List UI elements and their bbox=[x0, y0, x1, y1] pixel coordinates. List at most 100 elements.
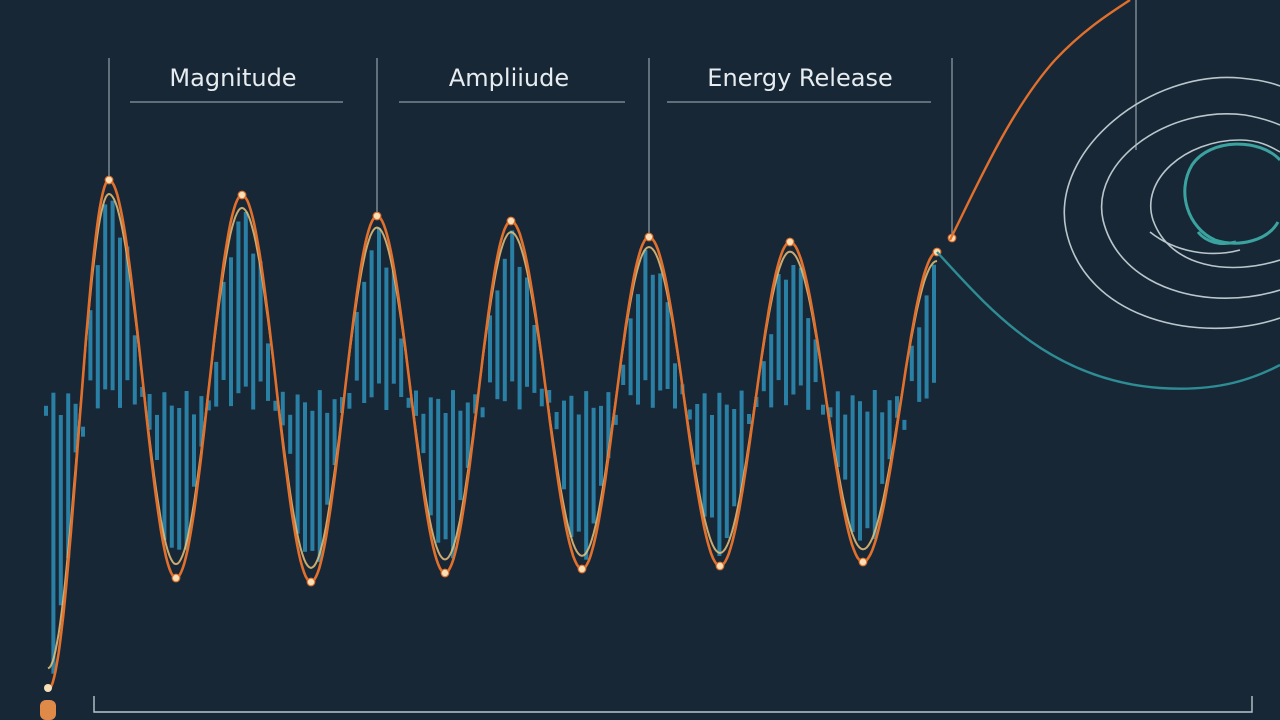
waveform-bar bbox=[480, 407, 485, 418]
waveform-bar bbox=[458, 410, 463, 501]
waveform-bar bbox=[687, 409, 692, 420]
waveform-bar bbox=[81, 426, 85, 437]
waveform-bar bbox=[650, 274, 655, 408]
waveform-bar bbox=[554, 412, 559, 430]
spiral-ring-3 bbox=[1150, 139, 1280, 269]
waveform-bar bbox=[510, 230, 515, 382]
waveform-bar bbox=[243, 212, 248, 387]
waveform-bar bbox=[391, 270, 396, 384]
waveform-bar bbox=[547, 390, 552, 403]
waveform-bar bbox=[835, 391, 840, 467]
waveform-bar bbox=[221, 281, 226, 380]
waveform-bar bbox=[317, 390, 322, 562]
waveform-bar bbox=[636, 294, 640, 405]
peak-dot bbox=[785, 237, 795, 247]
waveform-bar bbox=[384, 267, 389, 410]
waveform-bar bbox=[761, 361, 766, 392]
waveform-bar bbox=[184, 391, 189, 550]
waveform-bar bbox=[399, 338, 404, 397]
waveform-bar bbox=[354, 312, 359, 381]
waveform-bar bbox=[902, 419, 907, 430]
waveform-bar bbox=[569, 395, 574, 537]
waveform-bar bbox=[236, 221, 241, 394]
peak-dot bbox=[237, 190, 247, 200]
waveform-bar bbox=[377, 228, 381, 384]
waveform-bar bbox=[591, 407, 596, 524]
waveform-bar bbox=[525, 277, 529, 387]
waveform-outline bbox=[47, 178, 938, 692]
waveform-bar bbox=[872, 390, 877, 540]
waveform-bar bbox=[695, 404, 700, 465]
waveform-bar bbox=[162, 392, 167, 540]
start-marker-dot bbox=[44, 684, 52, 692]
waveform-bar bbox=[295, 394, 300, 534]
peak-dot bbox=[171, 573, 181, 583]
spiral-inner-ring bbox=[1183, 142, 1280, 245]
waveform-bar bbox=[266, 343, 270, 401]
waveform-bar bbox=[310, 410, 315, 551]
waveform-bar bbox=[828, 407, 833, 418]
bottom-bracket bbox=[93, 696, 1253, 713]
waveform-bar bbox=[776, 274, 781, 381]
waveform-bar bbox=[488, 315, 492, 383]
waveform-bar bbox=[539, 388, 544, 407]
waveform-bar bbox=[332, 399, 337, 466]
waveform-bar bbox=[347, 393, 352, 409]
peak-dot bbox=[858, 557, 868, 567]
waveform-bar bbox=[791, 265, 796, 395]
waveform-bar bbox=[51, 392, 56, 674]
waveform-bar bbox=[858, 401, 862, 541]
waveform-bar bbox=[288, 414, 293, 454]
waveform-bar bbox=[273, 400, 278, 411]
waveform-bar bbox=[665, 302, 670, 389]
waveform-bar bbox=[784, 279, 788, 406]
waveform-bar bbox=[73, 403, 78, 453]
waveform-bar bbox=[66, 393, 71, 559]
leader-lines bbox=[108, 0, 1137, 236]
waveform-bar bbox=[813, 339, 818, 383]
waveform-bar bbox=[110, 200, 115, 391]
waveform-bar bbox=[769, 334, 774, 408]
waveform-bar bbox=[340, 397, 344, 413]
waveform-bar bbox=[155, 414, 159, 460]
waveform-bar bbox=[414, 390, 418, 416]
spiral-inner-teal bbox=[1183, 142, 1280, 246]
waveform-bar bbox=[325, 412, 330, 505]
waveform-bar bbox=[421, 413, 426, 454]
waveform-bar bbox=[88, 310, 93, 381]
waveform-bar bbox=[599, 405, 603, 486]
waveform-bar bbox=[621, 364, 626, 385]
waveform-bar bbox=[865, 411, 870, 529]
spiral-rings-icon bbox=[1063, 76, 1280, 329]
waveform-bars bbox=[44, 200, 936, 674]
waveform-bar bbox=[628, 318, 633, 396]
waveform-bar bbox=[118, 237, 122, 408]
waveform-bar bbox=[465, 402, 470, 468]
waveform-bar bbox=[502, 258, 507, 402]
waveform-bar bbox=[147, 394, 152, 430]
waveform-bar bbox=[428, 397, 433, 516]
waveform-bar bbox=[177, 408, 182, 550]
waveform-bar bbox=[850, 395, 855, 533]
waveform-bar bbox=[880, 412, 885, 484]
waveform-bar bbox=[895, 396, 899, 418]
waveform-bar bbox=[103, 204, 108, 390]
waveform-bar bbox=[125, 246, 130, 381]
waveform-bar bbox=[643, 249, 648, 381]
spiral-ring-2 bbox=[1100, 113, 1280, 299]
waveform-bar bbox=[451, 390, 455, 559]
waveform-bar bbox=[443, 413, 448, 540]
spiral-inner-hook bbox=[1196, 230, 1237, 246]
label-magnitude: Magnitude bbox=[169, 64, 296, 92]
waveform-bar bbox=[658, 273, 663, 391]
label-energy-release: Energy Release bbox=[707, 64, 892, 92]
waveform-bar bbox=[798, 267, 803, 386]
waveform-bar bbox=[251, 253, 256, 410]
waveform-bar bbox=[303, 402, 307, 552]
waveform-bar bbox=[924, 295, 929, 399]
waveform-bar bbox=[843, 414, 848, 480]
waveform-bar bbox=[140, 386, 145, 397]
waveform-bar bbox=[887, 400, 892, 460]
waveform-bar bbox=[169, 405, 174, 548]
waveform-bar bbox=[584, 391, 589, 560]
